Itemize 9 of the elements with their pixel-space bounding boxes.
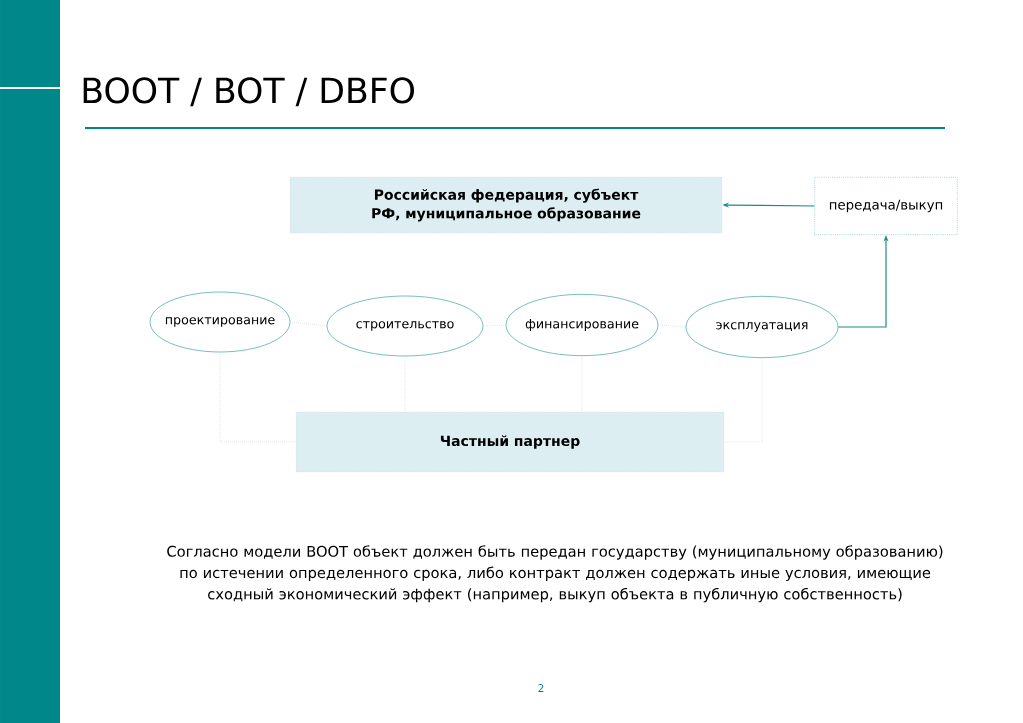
connector-line — [723, 357, 763, 443]
slide-title: BOOT / BOT / DBFO — [83, 77, 414, 107]
connector-line — [219, 351, 297, 443]
authority-box: Российская федерация, субъект РФ, муниципальное образование — [289, 176, 723, 234]
connector-line — [289, 321, 328, 327]
page-number: 2 — [538, 684, 544, 692]
note-text: Согласно модели BOOT объект должен быть передан государству (муниципальному образованию) по истечении определенного срока, либо контракт должен содержать иные условия, имеющие сходный экономический эффект (например, выкуп объекта в публичную собственность) — [167, 545, 943, 603]
transfer-box: передача/выкуп — [814, 177, 958, 235]
partner-box: Частный партнер — [295, 411, 725, 473]
